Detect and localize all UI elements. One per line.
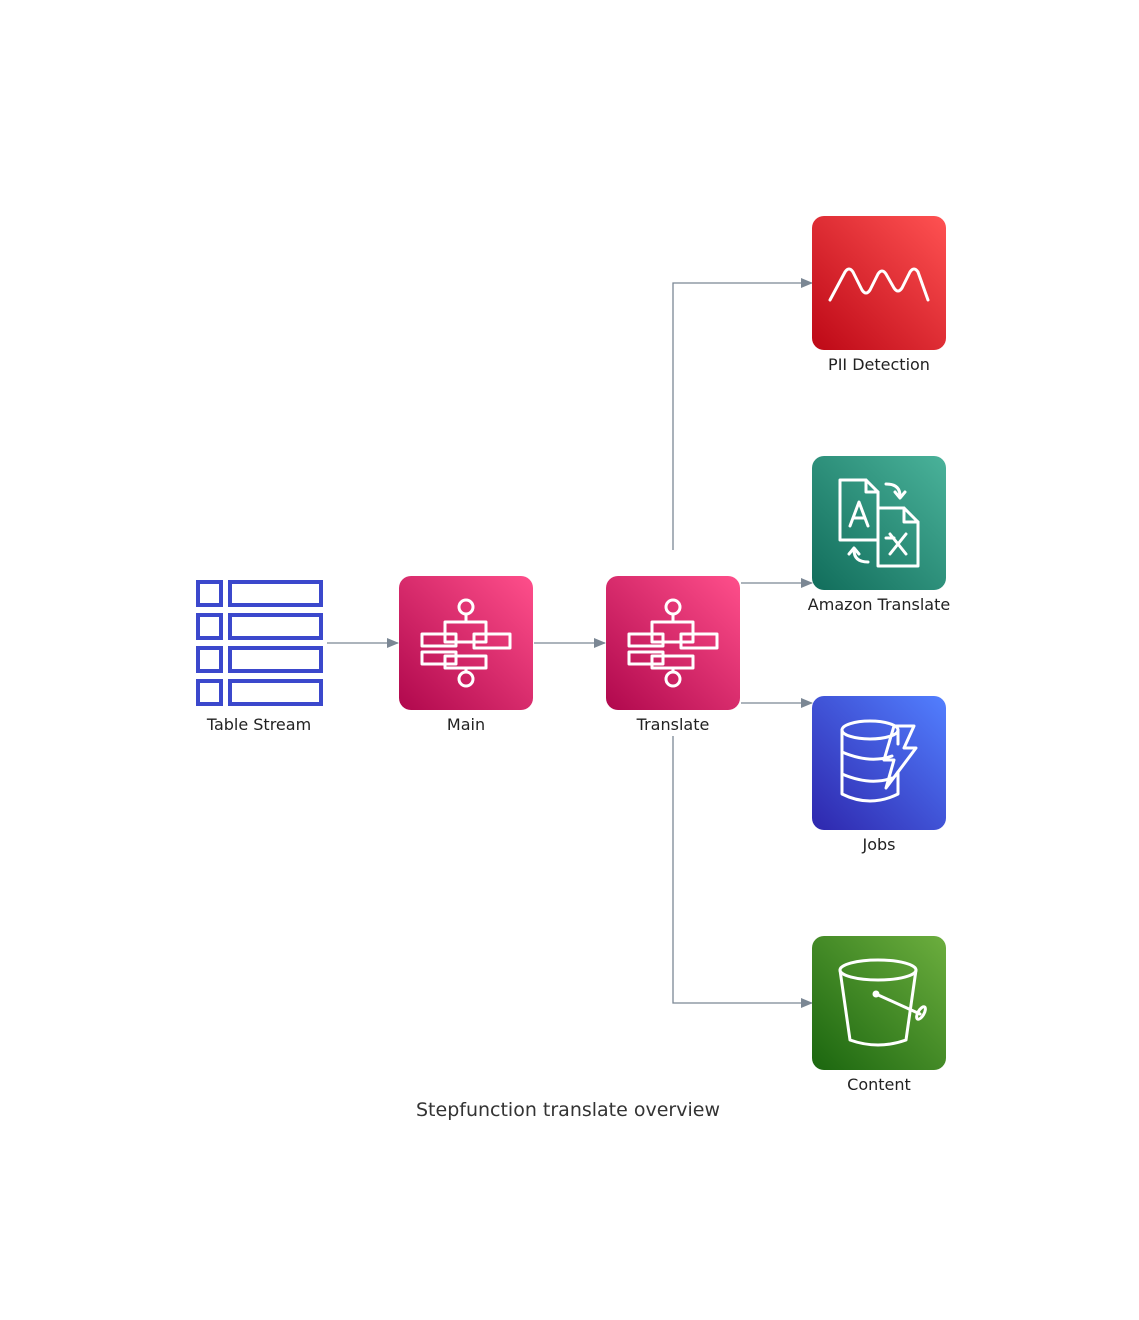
node-label-table-stream: Table Stream	[206, 715, 311, 734]
translate-icon	[838, 478, 920, 568]
node-jobs: Jobs	[812, 696, 946, 854]
edge-translate-to-pii-detection	[672, 278, 813, 550]
step-functions-icon	[627, 598, 719, 688]
node-content: Content	[812, 936, 946, 1094]
node-table-stream: Table Stream	[196, 580, 323, 734]
node-label-amazon-translate: Amazon Translate	[808, 595, 950, 614]
diagram-title: Stepfunction translate overview	[416, 1099, 720, 1121]
step-functions-icon	[420, 598, 512, 688]
node-label-jobs: Jobs	[862, 835, 896, 854]
node-label-main: Main	[447, 715, 485, 734]
dynamodb-stream-icon	[196, 580, 323, 706]
node-translate: Translate	[606, 576, 740, 734]
edges	[327, 278, 813, 1008]
node-label-content: Content	[847, 1075, 911, 1094]
node-main: Main	[399, 576, 533, 734]
node-amazon-translate: Amazon Translate	[808, 456, 950, 614]
comprehend-icon	[828, 267, 930, 302]
edge-translate-to-content	[672, 736, 813, 1008]
dynamodb-icon	[840, 719, 918, 803]
node-label-pii-detection: PII Detection	[828, 355, 930, 374]
s3-bucket-icon	[838, 958, 927, 1047]
node-label-translate: Translate	[636, 715, 710, 734]
node-pii-detection: PII Detection	[812, 216, 946, 374]
